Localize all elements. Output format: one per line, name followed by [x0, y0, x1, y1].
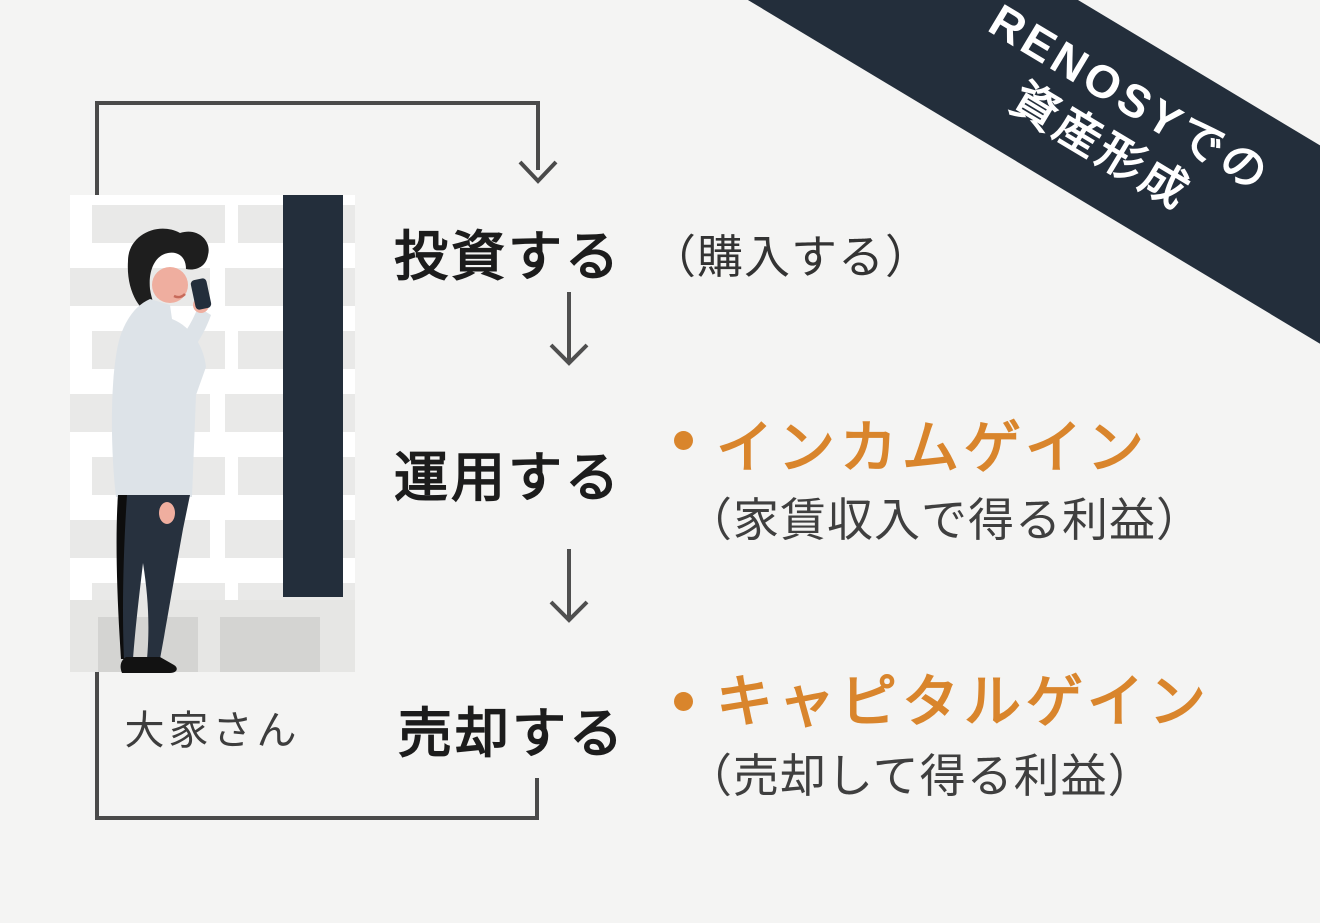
note-capital-gain: （売却して得る利益） — [686, 750, 1155, 802]
arrow-down-icon — [549, 343, 589, 366]
building-column — [283, 195, 343, 597]
smartphone-icon — [190, 278, 212, 310]
raised-arm — [168, 307, 211, 367]
pocket-hand — [159, 502, 175, 524]
hair — [127, 228, 209, 315]
landlord-person — [111, 228, 212, 673]
face — [152, 267, 188, 303]
bullet-income-gain: インカムゲイン — [716, 416, 1149, 480]
note-income-gain: （家賃収入で得る利益） — [686, 494, 1203, 546]
pavement-tiles — [98, 617, 320, 672]
arrow-down-icon — [549, 600, 589, 623]
loop-arrowhead-icon — [518, 160, 558, 184]
pants — [117, 495, 190, 659]
caption-landlord: 大家さん — [124, 709, 301, 753]
bullet-dot — [674, 692, 693, 711]
pants-stripe — [116, 495, 127, 659]
step-label-operate: 運用する — [394, 448, 622, 508]
step-label-sell: 売却する — [398, 704, 626, 764]
smile — [173, 293, 186, 299]
step-label-invest: 投資する — [394, 227, 622, 287]
step-note-purchase: （購入する） — [650, 231, 932, 283]
bullet-capital-gain: キャピタルゲイン — [716, 670, 1211, 734]
landlord-illustration — [70, 195, 355, 673]
shoes — [120, 657, 177, 673]
bullet-dot — [674, 431, 693, 450]
